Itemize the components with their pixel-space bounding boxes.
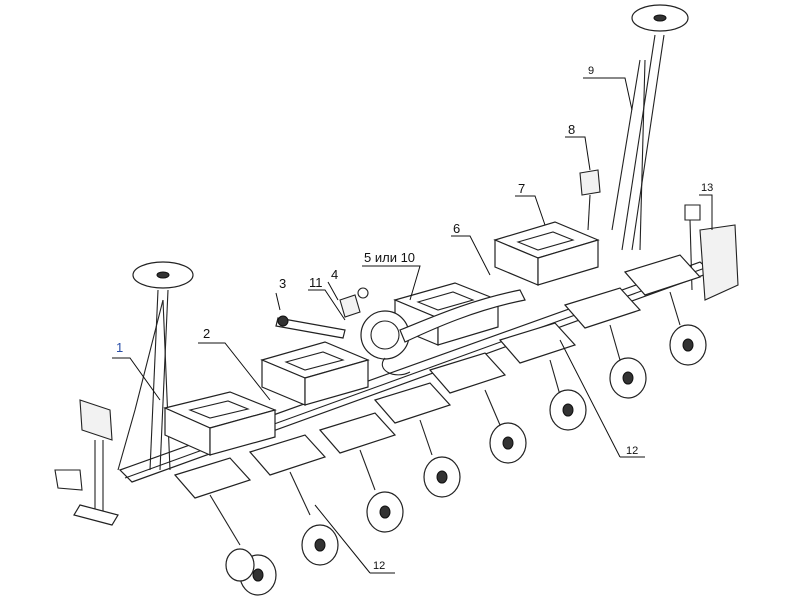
label-11: 11 [309, 275, 323, 290]
label-7: 7 [518, 181, 525, 196]
label-1: 1 [116, 340, 123, 355]
leader-lines [112, 77, 713, 574]
label-13: 13 [701, 182, 713, 194]
hopper-2 [260, 341, 370, 406]
drive-shaft [275, 315, 346, 339]
label-6: 6 [453, 221, 460, 236]
label-9: 9 [588, 65, 594, 77]
label-5-or-10: 5 или 10 [364, 250, 415, 265]
right-marker [611, 4, 689, 251]
label-3: 3 [279, 276, 286, 291]
label-4: 4 [331, 267, 338, 282]
label-2: 2 [203, 326, 210, 341]
valve-8 [579, 169, 601, 231]
hopper-4 [493, 221, 600, 286]
fan-assembly [360, 289, 526, 376]
label-12-left: 12 [373, 560, 385, 572]
planting-units [173, 254, 707, 596]
hitch [54, 399, 119, 526]
hopper-1 [163, 391, 277, 456]
valve-4 [339, 287, 369, 318]
label-8: 8 [568, 122, 575, 137]
callout-labels: 1 2 3 4 5 или 10 6 7 8 9 11 12 12 13 [116, 65, 713, 572]
label-12-right: 12 [626, 445, 638, 457]
left-marker [117, 261, 194, 471]
